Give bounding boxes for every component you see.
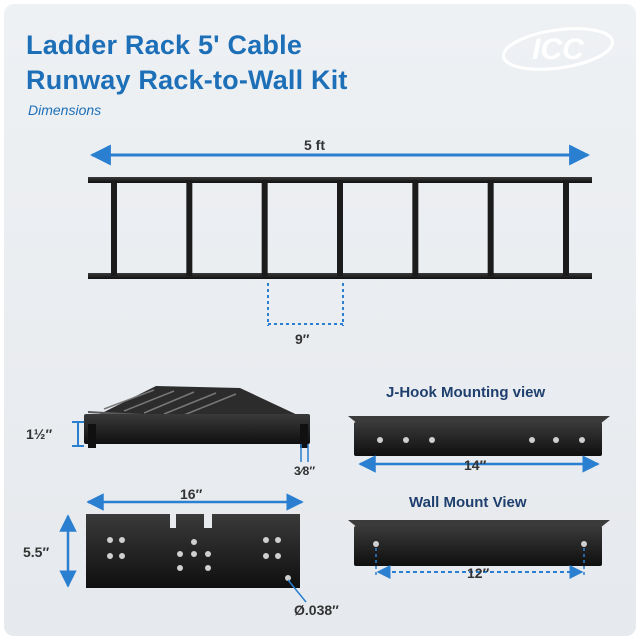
wall-mount-width-label: 12″ — [467, 565, 490, 581]
subtitle: Dimensions — [28, 102, 102, 118]
logo-text: ICC — [532, 33, 585, 66]
bracket-height-label: 1½″ — [26, 426, 53, 442]
ladder-rung — [337, 180, 343, 276]
mounting-plate-diagram — [59, 493, 307, 603]
ladder-rung — [487, 180, 494, 276]
hole-leader-line — [287, 579, 307, 603]
mounting-plate — [86, 514, 300, 588]
jhook-holes — [377, 437, 585, 443]
ladder-rack — [88, 177, 592, 279]
icc-logo: ICC — [500, 26, 616, 77]
wall-mount-diagram — [348, 520, 610, 579]
wall-mount-bracket — [354, 526, 602, 566]
wall-mount-title: Wall Mount View — [409, 494, 527, 511]
icc-logo-graphic: ICC — [501, 27, 615, 71]
jhook-bracket — [354, 422, 602, 456]
jhook-diagram — [348, 416, 610, 473]
plate-width-label: 16″ — [180, 486, 203, 502]
title-line-2: Runway Rack-to-Wall Kit — [26, 65, 348, 95]
page-title: Ladder Rack 5' Cable Runway Rack-to-Wall… — [26, 28, 348, 98]
jhook-title: J-Hook Mounting view — [386, 384, 546, 401]
length-label: 5 ft — [304, 137, 325, 153]
rung-spacing-label: 9″ — [295, 331, 310, 347]
ladder-rung — [563, 180, 569, 276]
hole-diameter-label: Ø.038″ — [294, 602, 339, 618]
ladder-rung — [412, 180, 419, 276]
wall-mount-holes — [373, 541, 587, 547]
plate-holes — [107, 537, 291, 581]
product-card: Ladder Rack 5' Cable Runway Rack-to-Wall… — [4, 4, 636, 636]
angle-bracket-diagram — [72, 386, 310, 462]
jhook-width-label: 14″ — [464, 457, 487, 473]
plate-height-label: 5.5″ — [23, 544, 50, 560]
bracket-thickness-label: 3⁄8″ — [294, 464, 316, 478]
title-line-1: Ladder Rack 5' Cable — [26, 30, 303, 60]
bracket-front-face — [84, 414, 310, 444]
ladder-rung — [186, 180, 193, 276]
ladder-rung — [111, 180, 117, 276]
dimension-diagrams — [59, 144, 610, 603]
ladder-rack-diagram — [88, 144, 592, 326]
ladder-rung — [261, 180, 268, 276]
